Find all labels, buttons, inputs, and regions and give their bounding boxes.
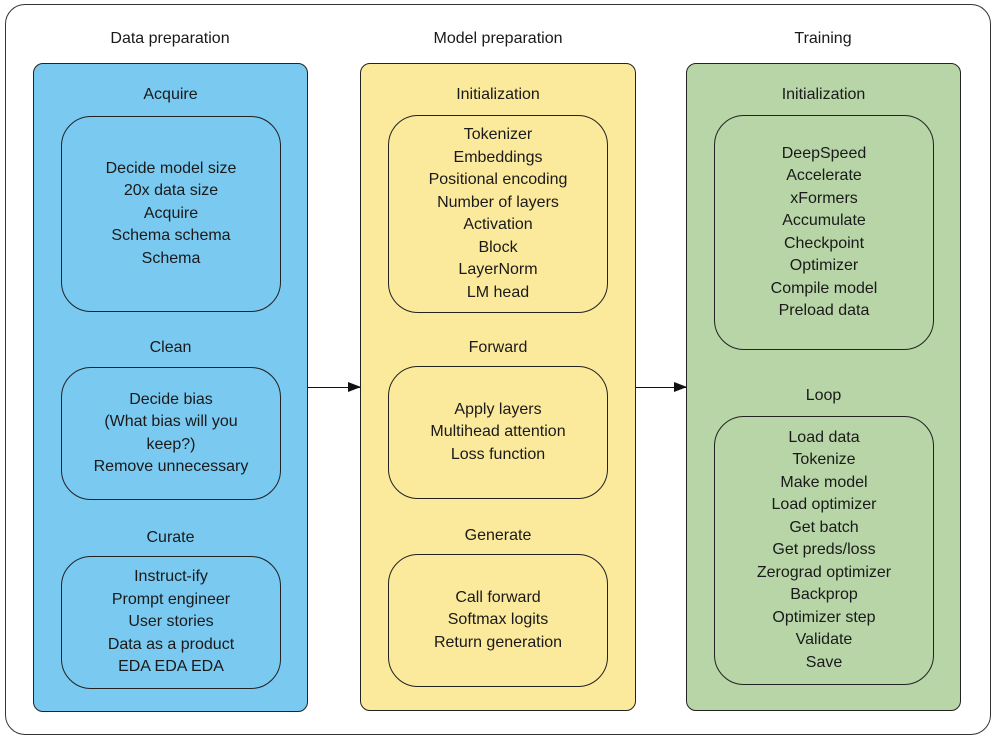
list-item: Decide model size <box>105 159 237 177</box>
list-item: Make model <box>780 473 868 491</box>
list-item: Apply layers <box>454 400 542 418</box>
list-item: Positional encoding <box>428 171 568 188</box>
loop-box: Load data Tokenize Make model Load optim… <box>714 416 934 685</box>
training-initialization-box: DeepSpeed Accelerate xFormers Accumulate… <box>714 115 934 350</box>
list-item: Remove unnecessary <box>93 458 249 475</box>
list-item: Optimizer <box>789 257 859 274</box>
training-panel: Initialization DeepSpeed Accelerate xFor… <box>686 63 961 711</box>
section-title-initialization: Initialization <box>781 86 866 103</box>
list-item: Schema <box>141 249 201 267</box>
list-item: Embeddings <box>453 148 543 166</box>
list-item: Accelerate <box>786 167 862 184</box>
data-preparation-panel: Acquire Decide model size 20x data size … <box>33 63 308 712</box>
list-item: Accumulate <box>782 212 866 229</box>
list-item: 20x data size <box>123 182 219 200</box>
list-item: DeepSpeed <box>781 144 867 162</box>
section-title-curate: Curate <box>146 529 195 546</box>
list-item: Decide bias <box>129 390 213 408</box>
section-title-clean: Clean <box>149 339 192 356</box>
acquire-box: Decide model size 20x data size Acquire … <box>61 116 281 312</box>
list-item: Compile model <box>770 279 878 297</box>
list-item: Preload data <box>778 302 870 319</box>
section-title-forward: Forward <box>468 339 528 356</box>
list-item: Validate <box>795 631 853 649</box>
list-item: Softmax logits <box>447 611 549 629</box>
list-item: Tokenize <box>792 451 856 469</box>
column-title-training: Training <box>794 30 852 47</box>
list-item: Load optimizer <box>771 496 877 514</box>
list-item: keep?) <box>146 435 196 453</box>
list-item: Multihead attention <box>430 423 566 441</box>
arrow-data-to-model <box>308 380 361 394</box>
list-item: Save <box>805 653 843 671</box>
list-item: Loss function <box>450 445 546 463</box>
list-item: LM head <box>466 283 530 301</box>
section-title-initialization: Initialization <box>456 86 540 103</box>
model-initialization-box: Tokenizer Embeddings Positional encoding… <box>388 115 608 313</box>
list-item: Tokenizer <box>463 126 533 143</box>
column-title-model-preparation: Model preparation <box>433 30 563 47</box>
list-item: Optimizer step <box>772 608 876 626</box>
forward-box: Apply layers Multihead attention Loss fu… <box>388 366 608 499</box>
list-item: Data as a product <box>107 635 235 653</box>
list-item: Load data <box>788 428 860 446</box>
arrow-model-to-training <box>636 380 687 394</box>
list-item: Prompt engineer <box>111 590 231 608</box>
list-item: Acquire <box>143 204 199 222</box>
list-item: EDA EDA EDA <box>118 658 224 676</box>
list-item: Call forward <box>455 588 541 606</box>
list-item: Checkpoint <box>783 234 865 252</box>
curate-box: Instruct-ify Prompt engineer User storie… <box>61 556 281 689</box>
list-item: Backprop <box>790 586 858 604</box>
list-item: Get preds/loss <box>772 541 876 559</box>
list-item: Return generation <box>433 633 563 651</box>
list-item: Zerograd optimizer <box>756 563 892 581</box>
list-item: Get batch <box>789 518 859 536</box>
list-item: Block <box>478 238 518 256</box>
list-item: LayerNorm <box>458 261 538 278</box>
list-item: Activation <box>463 216 533 233</box>
model-preparation-panel: Initialization Tokenizer Embeddings Posi… <box>360 63 636 711</box>
clean-box: Decide bias (What bias will you keep?) R… <box>61 367 281 500</box>
list-item: (What bias will you <box>104 413 238 430</box>
section-title-generate: Generate <box>464 527 532 544</box>
list-item: Instruct-ify <box>134 568 208 586</box>
list-item: Number of layers <box>437 193 559 211</box>
section-title-acquire: Acquire <box>143 86 198 103</box>
column-title-data-preparation: Data preparation <box>110 30 230 47</box>
list-item: Schema schema <box>111 227 231 245</box>
section-title-loop: Loop <box>805 387 842 404</box>
list-item: xFormers <box>790 189 858 207</box>
generate-box: Call forward Softmax logits Return gener… <box>388 554 608 687</box>
list-item: User stories <box>128 613 214 631</box>
diagram-frame <box>5 4 991 735</box>
